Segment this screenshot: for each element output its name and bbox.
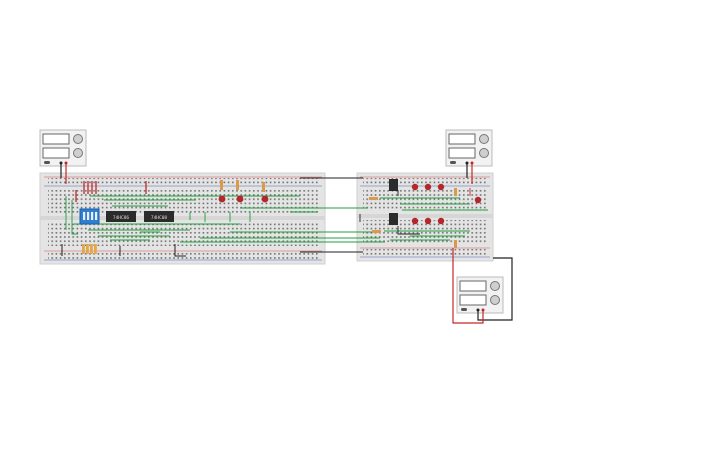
leds-left[interactable] — [218, 195, 269, 203]
resistors-right[interactable] — [369, 188, 457, 248]
ic-right-bottom[interactable] — [389, 213, 398, 225]
power-supply-bottom-right[interactable] — [456, 276, 504, 314]
breadboard-right[interactable] — [356, 172, 494, 262]
wires-left — [65, 195, 318, 241]
wires-right — [359, 188, 488, 241]
chip-74hc86-label: 74HC86 — [113, 215, 130, 221]
resistors-left-top[interactable] — [220, 180, 265, 192]
black-jumpers-left — [61, 244, 186, 257]
power-leads — [60, 163, 513, 324]
leds-right-bottom[interactable] — [411, 217, 445, 225]
resistors-left-bottom[interactable] — [82, 244, 97, 254]
power-supply-left[interactable] — [39, 129, 87, 167]
leds-right-top[interactable] — [411, 183, 482, 204]
dip-switch[interactable] — [79, 208, 100, 225]
power-supply-top-right[interactable] — [445, 129, 493, 167]
ic-right-top[interactable] — [389, 179, 398, 191]
inter-board-wires — [180, 177, 385, 253]
chip-74hc08-label: 74HC08 — [151, 215, 168, 221]
red-jumpers — [75, 181, 147, 202]
chip-74hc86[interactable]: 74HC86 — [106, 211, 136, 222]
chip-74hc08[interactable]: 74HC08 — [144, 211, 174, 222]
